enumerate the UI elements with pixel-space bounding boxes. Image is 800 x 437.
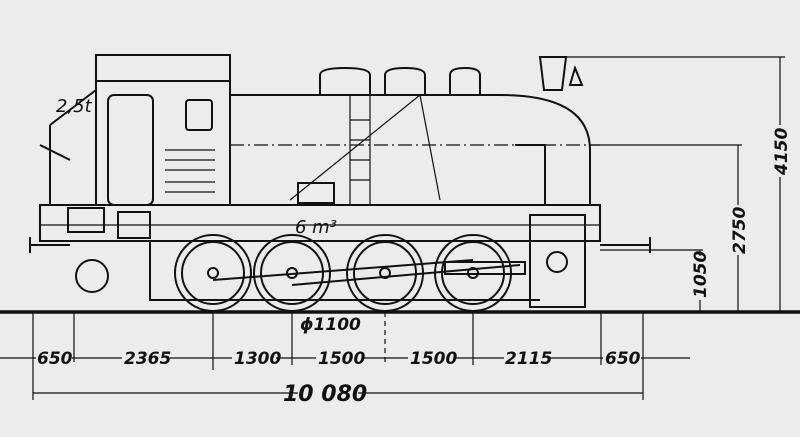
driving-wheels — [174, 234, 526, 312]
buffer-height: 1050 — [691, 251, 711, 298]
dim-1300: 1300 — [234, 349, 281, 369]
wheel-1 — [174, 234, 252, 312]
boiler-axis-height: 2750 — [730, 207, 750, 254]
dim-2365: 2365 — [124, 349, 171, 369]
dim-2115: 2115 — [505, 349, 552, 369]
dim-front-overhang: 650 — [37, 349, 73, 369]
dim-1500-a: 1500 — [318, 349, 365, 369]
cab-label: 2,5t — [56, 96, 93, 117]
frame: 6 m³ — [29, 204, 651, 308]
wheel-diameter: ϕ1100 — [300, 315, 361, 335]
total-length: 10 080 — [283, 382, 367, 407]
total-height: 4150 — [772, 128, 792, 176]
wheel-2 — [253, 234, 331, 312]
dim-rear-overhang: 650 — [605, 349, 641, 369]
boiler — [229, 56, 600, 206]
dim-1500-b: 1500 — [410, 349, 457, 369]
chimney — [538, 56, 568, 91]
horizontal-dimensions: 650 2365 1300 1500 1500 2115 650 — [36, 348, 641, 369]
tank-label: 6 m³ — [295, 217, 337, 238]
cab: 2,5t — [39, 54, 231, 206]
vertical-dimensions: 4150 2750 1050 — [690, 125, 792, 300]
